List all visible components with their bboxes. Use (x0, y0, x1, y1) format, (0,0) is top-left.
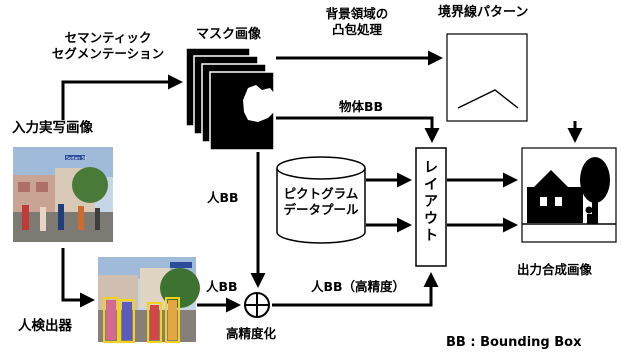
output-image-label: 出力合成画像 (517, 262, 593, 277)
layout-char-3: ア (424, 194, 438, 210)
arrow-input-to-detector (61, 248, 95, 308)
street-sign-text: Sedan St (66, 156, 86, 162)
layout-char-5: ト (424, 228, 438, 244)
person-detector-label: 人検出器 (18, 318, 72, 334)
pictogram-pool-line1: ピクトグラム (283, 186, 359, 201)
person-bb-lower-label: 人BB (206, 279, 238, 294)
person-bb-upper-label: 人BB (207, 190, 239, 205)
layout-char-2: イ (424, 177, 438, 193)
combine-plus-symbol (244, 292, 270, 318)
mask-blob (243, 85, 274, 122)
pictogram-pool-label: ピクトグラム データプール (277, 186, 365, 218)
pictogram-pool-line2: データプール (283, 202, 359, 217)
arrow-seg-to-mask (61, 74, 183, 120)
convex-hull-label: 背景領域の 凸包処理 (307, 6, 407, 38)
person-bb-hq-label: 人BB（高精度） (311, 279, 406, 294)
semantic-seg-line1: セマンティック (64, 30, 152, 45)
pictogram-pool-cylinder (276, 156, 366, 244)
output-composite-image (521, 147, 617, 243)
mask-image-label: マスク画像 (196, 27, 262, 42)
semantic-seg-label: セマンティック セグメンテーション (48, 30, 168, 62)
boundary-pattern-image (446, 33, 528, 122)
refinement-label: 高精度化 (226, 326, 277, 341)
arrow-mask-to-objbb (276, 116, 440, 143)
arrow-plus-to-layout (272, 272, 439, 307)
bb-legend: BB : Bounding Box (446, 335, 582, 350)
semantic-seg-line2: セグメンテーション (51, 46, 165, 61)
convex-hull-line1: 背景領域の (325, 6, 389, 21)
input-photo: Sedan St (13, 147, 113, 242)
layout-char-4: ウ (424, 211, 438, 227)
layout-char-1: レ (424, 160, 438, 176)
layout-label: レ イ ア ウ ト (419, 160, 443, 245)
layout-box (415, 147, 447, 267)
mask-image-stack (185, 47, 275, 151)
object-bb-label: 物体BB (339, 99, 384, 114)
convex-hull-line2: 凸包処理 (331, 22, 382, 37)
connector-arrows (61, 50, 583, 313)
detected-photo (98, 257, 200, 343)
input-image-label: 入力実写画像 (12, 120, 93, 136)
boundary-pattern-label: 境界線パターン (438, 5, 529, 20)
